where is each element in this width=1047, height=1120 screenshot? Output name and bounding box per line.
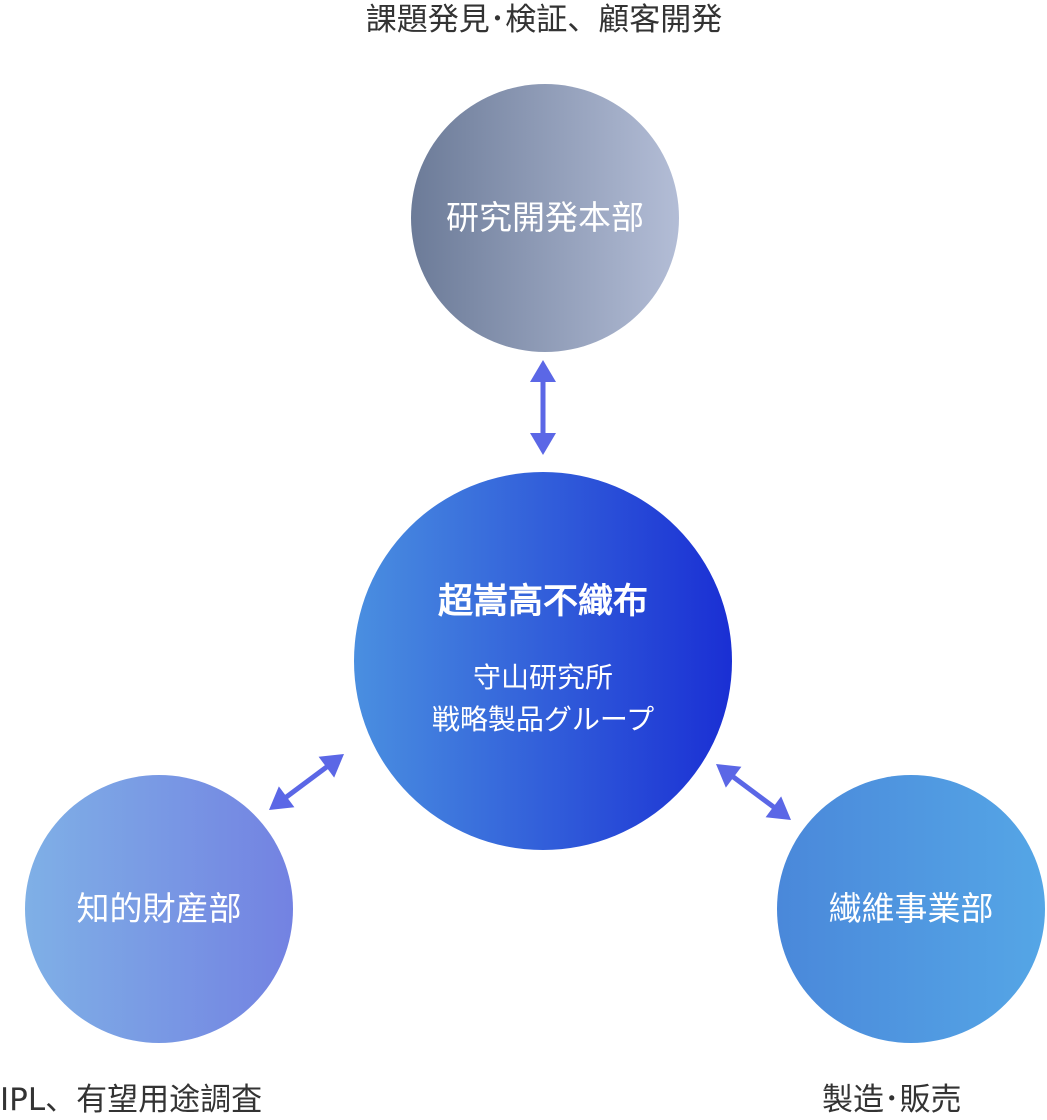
arrow-head bbox=[269, 786, 295, 810]
arrow-center-left bbox=[269, 754, 344, 810]
arrow-head bbox=[716, 764, 742, 788]
node-rd-division-label: 研究開発本部 bbox=[446, 198, 644, 237]
node-center-line1: 守山研究所 bbox=[472, 661, 613, 694]
caption-left: IPL、有望用途調査 bbox=[0, 1082, 263, 1118]
arrow-shaft bbox=[730, 773, 777, 811]
caption-top: 課題発見･検証、顧客開発 bbox=[365, 2, 723, 38]
node-center-title: 超嵩高不織布 bbox=[437, 582, 648, 622]
arrow-head bbox=[318, 754, 344, 778]
arrow-head bbox=[765, 796, 791, 820]
arrow-head bbox=[530, 360, 556, 382]
arrow-center-top bbox=[530, 360, 556, 455]
arrow-shaft bbox=[283, 763, 330, 801]
node-fiber-division-label: 繊維事業部 bbox=[828, 889, 994, 928]
node-center: 超嵩高不織布 守山研究所 戦略製品グループ bbox=[354, 472, 732, 850]
node-ip-division-label: 知的財産部 bbox=[76, 889, 242, 928]
node-center-line2: 戦略製品グループ bbox=[431, 703, 655, 736]
arrow-head bbox=[530, 433, 556, 455]
node-fiber-division: 繊維事業部 bbox=[777, 775, 1045, 1043]
node-ip-division: 知的財産部 bbox=[25, 775, 293, 1043]
caption-right: 製造･販売 bbox=[822, 1082, 962, 1118]
node-rd-division: 研究開発本部 bbox=[411, 84, 679, 352]
arrow-center-right bbox=[716, 764, 791, 820]
